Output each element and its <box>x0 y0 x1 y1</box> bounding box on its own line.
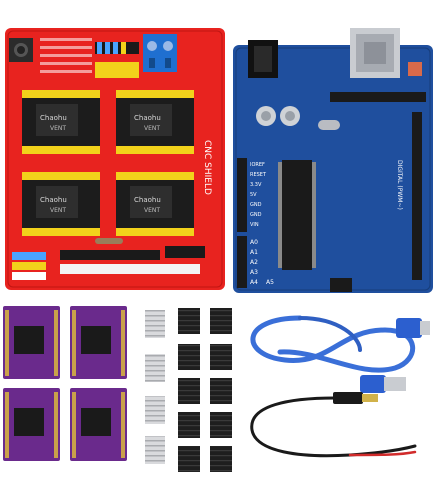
driver-sublabel: VENT <box>144 125 160 132</box>
stepper-driver-board <box>70 388 127 461</box>
driver-sublabel: VENT <box>50 125 66 132</box>
driver-label: Chaohu <box>134 196 161 204</box>
reset-button <box>408 62 422 76</box>
usb-cable <box>250 315 430 393</box>
silver-heatsink <box>145 354 165 382</box>
driver-label: Chaohu <box>134 114 161 122</box>
dc-jack-icon <box>248 40 278 78</box>
power-pin-label: GND <box>250 202 262 208</box>
analog-header <box>237 236 247 288</box>
capacitors <box>256 106 300 126</box>
analog-pin-label: A4 <box>250 279 258 286</box>
power-pin-label: RESET <box>250 172 267 178</box>
cnc-shield-board: CNC SHIELD Chaohu VENT Chaohu VENT Chaoh… <box>5 28 225 290</box>
shield-title: CNC SHIELD <box>202 140 212 195</box>
silver-heatsinks <box>145 310 165 464</box>
silver-heatsink <box>145 436 165 464</box>
stepper-driver-board <box>70 306 127 379</box>
black-heatsink <box>178 446 200 472</box>
uno-board: DIGITAL (PWM~) IOREF RESET 3.3V 5V GND G… <box>233 28 433 293</box>
bottom-header-pins <box>12 246 205 280</box>
power-pin-label: GND <box>250 212 262 218</box>
analog-pin-label: A3 <box>250 269 258 276</box>
driver-sublabel: VENT <box>50 207 66 214</box>
analog-pin-label: A2 <box>250 259 258 266</box>
driver-socket-4: Chaohu VENT <box>116 172 194 236</box>
stepper-driver-board <box>3 388 60 461</box>
power-header <box>237 158 247 232</box>
silkscreen-text <box>40 38 92 73</box>
stepper-driver-board <box>3 306 60 379</box>
stepper-drivers <box>3 306 127 461</box>
push-button-icon <box>9 38 33 62</box>
digital-label: DIGITAL (PWM~) <box>396 160 403 210</box>
resistor <box>95 238 123 244</box>
black-heatsink <box>210 344 232 370</box>
digital-header <box>330 92 426 102</box>
black-heatsink <box>178 308 200 334</box>
black-heatsink <box>178 378 200 404</box>
driver-socket-2: Chaohu VENT <box>116 90 194 154</box>
driver-label: Chaohu <box>40 114 67 122</box>
power-pin-label: 3.3V <box>250 182 262 188</box>
silver-heatsink <box>145 396 165 424</box>
analog-pin-label: A1 <box>250 249 258 256</box>
analog-pin-label: A5 <box>266 279 274 286</box>
driver-socket-3: Chaohu VENT <box>22 172 100 236</box>
black-heatsink <box>210 378 232 404</box>
black-heatsinks <box>178 308 232 472</box>
power-pin-label: IOREF <box>250 162 265 168</box>
black-heatsink <box>210 308 232 334</box>
analog-pin-labels: A0 A1 A2 A3 A4 A5 <box>250 239 274 286</box>
power-pin-label: VIN <box>250 222 259 228</box>
usb-b-port-icon <box>350 28 400 78</box>
black-heatsink <box>178 412 200 438</box>
driver-label: Chaohu <box>40 196 67 204</box>
crystal <box>318 120 340 130</box>
silver-heatsink <box>145 310 165 338</box>
black-heatsink <box>210 446 232 472</box>
black-heatsink <box>210 412 232 438</box>
usb-b-plug-icon <box>396 318 430 338</box>
power-pin-label: 5V <box>250 192 257 198</box>
icsp-header <box>330 278 352 292</box>
terminal-block-icon <box>143 34 177 72</box>
black-heatsink <box>178 344 200 370</box>
top-header-pins <box>95 42 139 78</box>
usb-a-plug-icon <box>360 375 406 393</box>
driver-sublabel: VENT <box>144 207 160 214</box>
dc-barrel-cable <box>250 392 417 458</box>
driver-socket-1: Chaohu VENT <box>22 90 100 154</box>
analog-pin-label: A0 <box>250 239 258 246</box>
microcontroller-chip <box>278 160 316 270</box>
digital-side-header <box>412 112 422 280</box>
power-pin-labels: IOREF RESET 3.3V 5V GND GND VIN <box>250 162 267 228</box>
dc-barrel-plug-icon <box>333 392 378 404</box>
